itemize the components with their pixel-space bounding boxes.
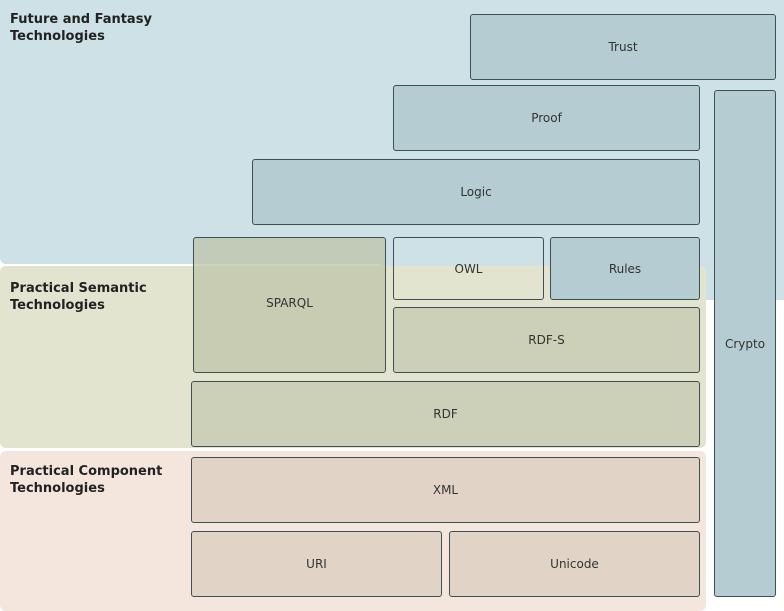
xml-layer: XML	[191, 457, 700, 523]
semantic-technologies-label: Practical Semantic Technologies	[10, 281, 147, 313]
sparql-layer: SPARQL	[193, 237, 386, 373]
unicode-layer: Unicode	[449, 531, 700, 597]
trust-layer: Trust	[470, 14, 776, 80]
uri-layer: URI	[191, 531, 442, 597]
owl-layer: OWL	[393, 237, 544, 300]
logic-layer: Logic	[252, 159, 700, 225]
future-technologies-label: Future and Fantasy Technologies	[10, 12, 152, 44]
proof-layer: Proof	[393, 85, 700, 151]
crypto-layer: Crypto	[714, 90, 776, 597]
rdfs-layer: RDF-S	[393, 307, 700, 373]
rdf-layer: RDF	[191, 381, 700, 447]
rules-layer: Rules	[550, 237, 700, 300]
component-technologies-label: Practical Component Technologies	[10, 464, 163, 496]
